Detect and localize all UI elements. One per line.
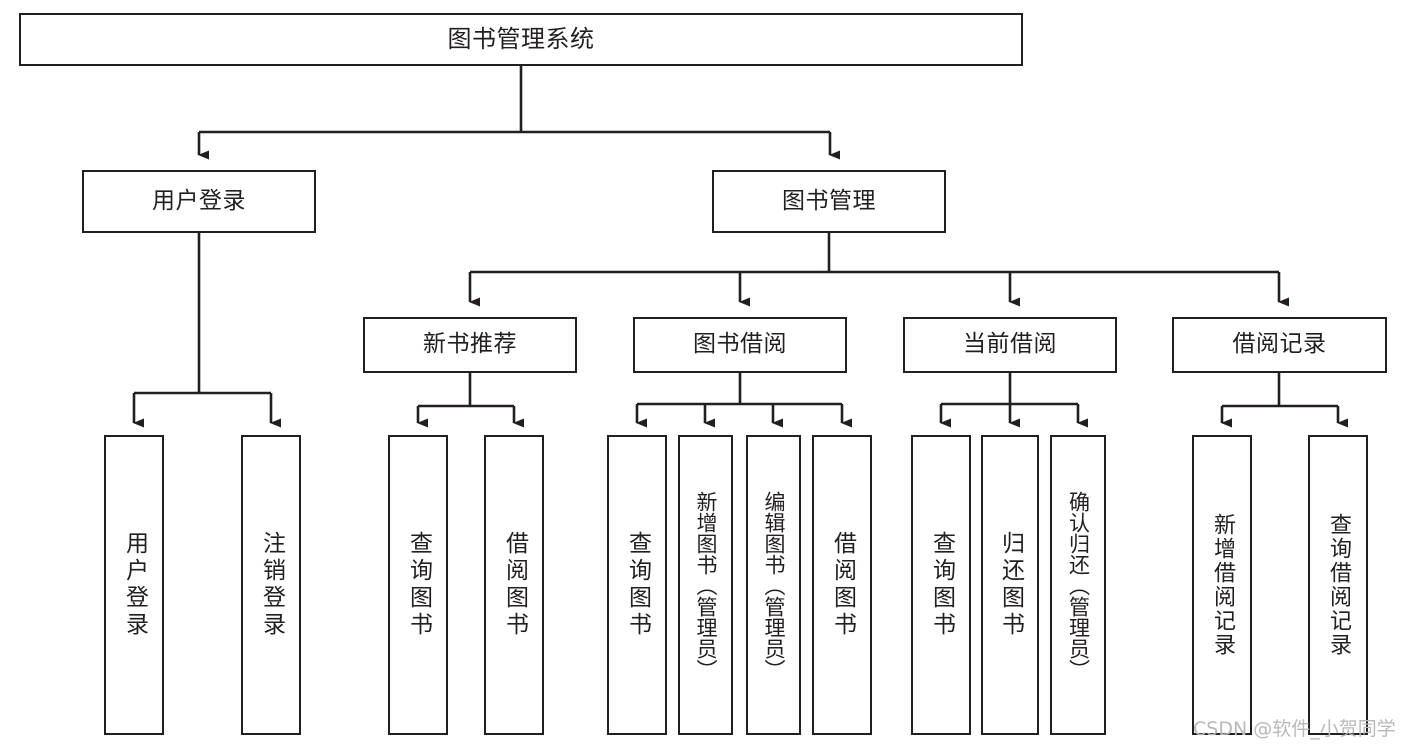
node-book-borrow-label: 图书借阅 xyxy=(693,331,787,358)
leaf-user-login-label: 用户登录 xyxy=(121,531,148,639)
csdn-watermark: CSDN @软件_小贺同学 xyxy=(1193,718,1396,740)
node-root-label: 图书管理系统 xyxy=(447,25,595,54)
node-current-borrow[interactable]: 当前借阅 xyxy=(903,317,1117,373)
leaf-confirm-return-label: 确认归还（管理员） xyxy=(1066,490,1091,680)
leaf-confirm-return[interactable]: 确认归还（管理员） xyxy=(1050,435,1106,735)
leaf-query-record-label: 查询借阅记录 xyxy=(1326,513,1351,657)
leaf-add-book-label: 新增图书（管理员） xyxy=(694,490,718,680)
node-book-management-label: 图书管理 xyxy=(782,187,876,214)
leaf-add-book[interactable]: 新增图书（管理员） xyxy=(678,435,733,735)
leaf-return-book[interactable]: 归还图书 xyxy=(981,435,1039,735)
leaf-query-book-1-label: 查询图书 xyxy=(405,531,432,639)
leaf-query-record[interactable]: 查询借阅记录 xyxy=(1308,435,1368,735)
leaf-borrow-book-1[interactable]: 借阅图书 xyxy=(484,435,544,735)
node-current-borrow-label: 当前借阅 xyxy=(963,331,1057,358)
node-root[interactable]: 图书管理系统 xyxy=(19,13,1023,66)
node-user-login-label: 用户登录 xyxy=(152,187,246,214)
node-book-management[interactable]: 图书管理 xyxy=(712,170,946,233)
leaf-query-book-3-label: 查询图书 xyxy=(928,531,955,639)
leaf-return-book-label: 归还图书 xyxy=(997,531,1024,639)
node-new-book-recommend-label: 新书推荐 xyxy=(423,331,517,358)
leaf-borrow-book-2-label: 借阅图书 xyxy=(829,531,856,639)
node-new-book-recommend[interactable]: 新书推荐 xyxy=(363,317,577,373)
leaf-edit-book-label: 编辑图书（管理员） xyxy=(762,490,786,680)
leaf-borrow-book-2[interactable]: 借阅图书 xyxy=(812,435,872,735)
leaf-borrow-book-1-label: 借阅图书 xyxy=(501,531,528,639)
leaf-add-record[interactable]: 新增借阅记录 xyxy=(1192,435,1252,735)
leaf-query-book-2[interactable]: 查询图书 xyxy=(607,435,667,735)
leaf-user-logout-label: 注销登录 xyxy=(258,531,285,639)
leaf-query-book-3[interactable]: 查询图书 xyxy=(911,435,971,735)
leaf-add-record-label: 新增借阅记录 xyxy=(1210,513,1235,657)
leaf-query-book-2-label: 查询图书 xyxy=(624,531,651,639)
leaf-query-book-1[interactable]: 查询图书 xyxy=(388,435,448,735)
node-borrow-record[interactable]: 借阅记录 xyxy=(1172,317,1387,373)
node-user-login[interactable]: 用户登录 xyxy=(82,170,316,233)
node-book-borrow[interactable]: 图书借阅 xyxy=(633,317,847,373)
leaf-user-logout[interactable]: 注销登录 xyxy=(241,435,301,735)
leaf-user-login[interactable]: 用户登录 xyxy=(104,435,164,735)
node-borrow-record-label: 借阅记录 xyxy=(1232,331,1327,358)
leaf-edit-book[interactable]: 编辑图书（管理员） xyxy=(746,435,801,735)
